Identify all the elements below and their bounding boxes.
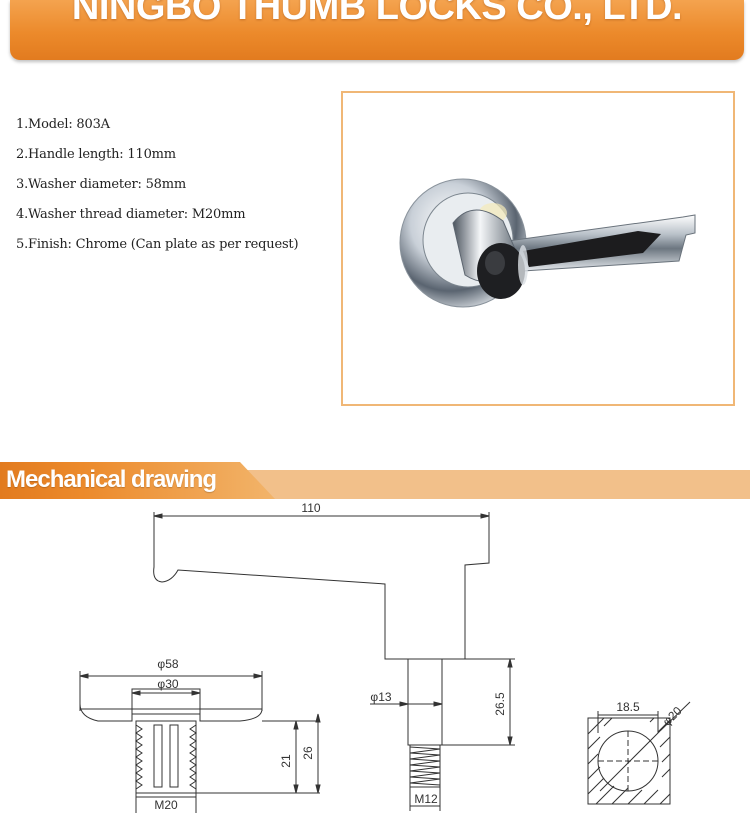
dim-section-width: 18.5 <box>616 700 640 714</box>
spec-list: 1.Model: 803A 2.Handle length: 110mm 3.W… <box>16 112 346 262</box>
dim-handle-length: 110 <box>301 501 320 515</box>
product-photo-frame <box>341 91 735 406</box>
company-name: NINGBO THUMB LOCKS CO., LTD. <box>71 0 683 28</box>
dim-shaft-len: 26.5 <box>493 692 507 716</box>
spec-model: 1.Model: 803A <box>16 117 110 132</box>
dim-shaft-dia: φ13 <box>370 690 391 704</box>
dim-inner-dia: φ30 <box>157 677 178 691</box>
mechanical-drawing: 110 φ58 φ30 M20 21 26 φ13 26.5 M12 18.5 … <box>79 501 691 813</box>
section-title: Mechanical drawing <box>6 466 217 493</box>
section-banner: Mechanical drawing <box>0 462 750 499</box>
spec-washer-thread: 4.Washer thread diameter: M20mm <box>16 207 246 222</box>
dim-shaft-thread: M12 <box>414 792 438 806</box>
dim-section-dia: φ20 <box>660 704 685 729</box>
product-photo <box>399 178 696 308</box>
dim-thread-len-1: 21 <box>279 754 293 768</box>
handle-outline <box>153 512 490 660</box>
washer-outline <box>79 703 263 722</box>
company-banner: NINGBO THUMB LOCKS CO., LTD. <box>10 0 744 60</box>
spec-finish: 5.Finish: Chrome (Can plate as per reque… <box>16 237 299 252</box>
dim-thread-len-2: 26 <box>301 746 315 760</box>
dim-washer-dia: φ58 <box>157 657 178 671</box>
section-banner-shape <box>0 462 750 499</box>
spec-washer-diameter: 3.Washer diameter: 58mm <box>16 177 186 192</box>
dim-thread-size: M20 <box>154 798 178 812</box>
spec-handle-length: 2.Handle length: 110mm <box>16 147 176 162</box>
